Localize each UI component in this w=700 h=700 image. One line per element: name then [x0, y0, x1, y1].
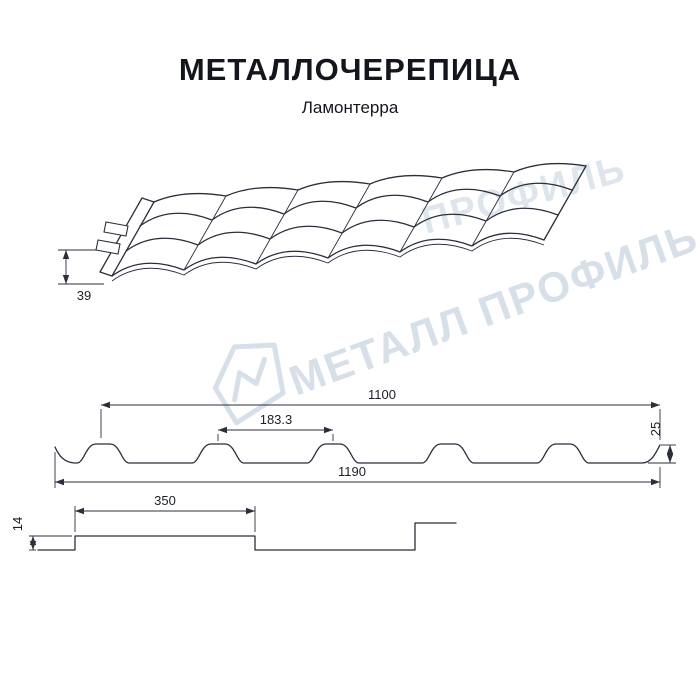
- watermark: МЕТАЛЛ ПРОФИЛЬ ПРОФИЛЬ: [212, 148, 700, 426]
- valley-line: [471, 171, 515, 247]
- dim-183-3-label: 183.3: [260, 412, 293, 427]
- length-section: 350 14: [10, 493, 457, 551]
- drawing-header: МЕТАЛЛОЧЕРЕПИЦА Ламонтерра: [0, 0, 700, 118]
- valley-line: [327, 183, 371, 259]
- dimension-1100: 1100: [100, 387, 661, 440]
- sheet-left-flange: [99, 197, 155, 277]
- dimension-14: 14: [10, 517, 72, 551]
- sheet-left-edge: [111, 201, 155, 277]
- dimension-1190: 1190: [54, 452, 661, 488]
- brand-logo-icon: [212, 342, 286, 426]
- dim-1100-label: 1100: [368, 387, 396, 402]
- sheet-right-edge: [543, 165, 587, 241]
- valley-line: [183, 195, 227, 271]
- dimension-39: 39: [58, 249, 104, 303]
- page-title: МЕТАЛЛОЧЕРЕПИЦА: [178, 52, 522, 87]
- dim-1190-label: 1190: [338, 464, 366, 479]
- dimension-350: 350: [74, 493, 256, 532]
- tile-front-thickness: [111, 237, 545, 282]
- dimension-183-3: 183.3: [217, 412, 334, 441]
- profile-curve: [54, 443, 661, 464]
- dim-350-label: 350: [154, 493, 176, 508]
- step-profile-line: [37, 522, 457, 551]
- dimension-25: 25: [648, 422, 676, 464]
- cross-section: 1100 183.3 25 1190: [54, 387, 676, 488]
- watermark-text-partial: ПРОФИЛЬ: [417, 148, 630, 243]
- valley-line: [399, 177, 443, 253]
- dim-25-label: 25: [648, 422, 663, 436]
- flange-tab: [95, 239, 121, 255]
- flange-tab: [103, 221, 129, 237]
- dim-14-label: 14: [10, 517, 25, 531]
- dim-39-label: 39: [77, 288, 91, 303]
- valley-line: [255, 189, 299, 265]
- page-subtitle: Ламонтерра: [301, 98, 399, 117]
- perspective-view: 39: [58, 162, 587, 303]
